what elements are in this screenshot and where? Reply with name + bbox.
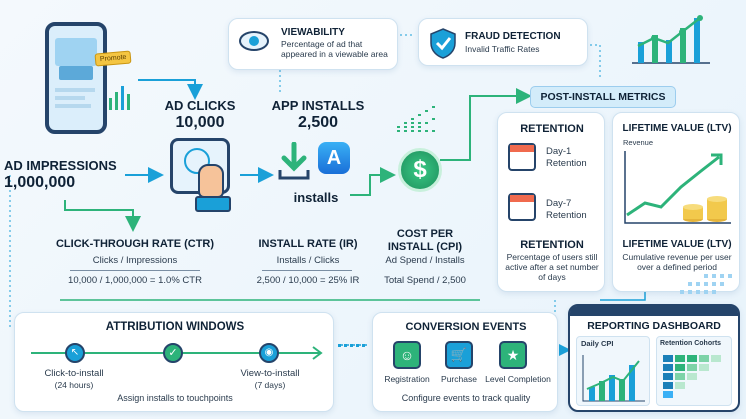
installs-value: 2,500 [297, 114, 339, 131]
ltv-title-2: LIFETIME VALUE (LTV) [622, 239, 732, 250]
retention-title-2: RETENTION [520, 239, 584, 251]
viewability-card: VIEWABILITY Percentage of ad that appear… [228, 18, 398, 70]
dashboard-title: REPORTING DASHBOARD [587, 320, 721, 332]
attribution-right-sub: (7 days) [254, 380, 286, 390]
attribution-footer: Assign installs to touchpoints [117, 393, 233, 403]
ir-calc: 2,500 / 10,000 = 25% IR [256, 275, 360, 286]
check-point-icon: ✓ [163, 343, 183, 363]
installs-label: APP INSTALLS [271, 98, 365, 113]
event-level-completion: Level Completion [485, 374, 551, 384]
phone-illustration [45, 22, 107, 134]
post-install-banner: POST-INSTALL METRICS [530, 86, 676, 108]
ltv-chart-label: Revenue [623, 138, 654, 147]
ltv-card: LIFETIME VALUE (LTV) Revenue LIFETIME VA… [612, 112, 740, 292]
app-store-icon: A [318, 142, 350, 174]
daily-cpi-panel: Daily CPI [576, 336, 650, 406]
attribution-left-sub: (24 hours) [54, 380, 94, 390]
ctr-title: CLICK-THROUGH RATE (CTR) [55, 238, 215, 250]
tap-ring-icon [184, 148, 210, 174]
reporting-dashboard-card: REPORTING DASHBOARD Daily CPI Retention … [568, 304, 740, 412]
dotted-bars-decoration [397, 106, 435, 132]
retention-card: RETENTION Day-1 Retention Day-7 Retentio… [497, 112, 605, 292]
calendar-icon-7 [508, 193, 536, 221]
dot-pattern-decoration [680, 274, 732, 294]
impressions-value: 1,000,000 [4, 174, 76, 191]
hand-pointer-icon [198, 164, 224, 198]
retention-title: RETENTION [520, 123, 584, 135]
post-install-title: POST-INSTALL METRICS [540, 91, 666, 103]
purchase-icon: 🛒 [445, 341, 473, 369]
retention-cohorts-label: Retention Cohorts [660, 340, 722, 347]
view-point-icon: ◉ [259, 343, 279, 363]
daily-cpi-chart [582, 355, 645, 402]
arrow-phone-to-clicks [138, 79, 203, 100]
registration-icon: ☺ [393, 341, 421, 369]
level-completion-icon: ★ [499, 341, 527, 369]
arrow-cpi-to-postinstall [440, 88, 532, 161]
calendar-icon-1 [508, 143, 536, 171]
day1-label: Day-1 [546, 146, 572, 157]
installs-caption: installs [293, 190, 339, 205]
conversion-events-card: CONVERSION EVENTS ☺ 🛒 ★ Registration Pur… [372, 312, 558, 412]
retention-cohorts-panel: Retention Cohorts [656, 336, 732, 406]
shield-check-icon [430, 28, 456, 59]
arrow-installs-to-cpi [350, 167, 396, 196]
conversion-footer: Configure events to track quality [401, 393, 531, 403]
ir-title: INSTALL RATE (IR) [258, 238, 358, 250]
ltv-title: LIFETIME VALUE (LTV) [622, 123, 732, 134]
daily-cpi-label: Daily CPI [581, 339, 614, 348]
eye-icon [239, 31, 269, 51]
ltv-desc: Cumulative revenue per user over a defin… [622, 252, 732, 272]
cpi-calc: Total Spend / 2,500 [384, 275, 466, 286]
click-point-icon: ↖ [65, 343, 85, 363]
attribution-left: Click-to-install [44, 368, 104, 379]
ctr-calc: 10,000 / 1,000,000 = 1.0% CTR [68, 275, 202, 286]
fraud-title: FRAUD DETECTION [465, 31, 561, 42]
viewability-title: VIEWABILITY [281, 27, 345, 38]
cpi-title-1: COST PER [396, 228, 454, 240]
impressions-label: AD IMPRESSIONS [4, 158, 117, 173]
attribution-right: View-to-install [240, 368, 300, 379]
retention-desc: Percentage of users still active after a… [505, 252, 599, 282]
cpi-title-2: INSTALL (CPI) [387, 241, 463, 253]
clicks-value: 10,000 [175, 114, 225, 131]
attribution-title: ATTRIBUTION WINDOWS [105, 321, 245, 333]
ir-formula: Installs / Clicks [276, 255, 340, 266]
arrow-to-ctr [64, 200, 141, 232]
fraud-desc: Invalid Traffic Rates [465, 44, 540, 54]
retention-cohorts-heatmap [663, 355, 721, 398]
day1-label-2: Retention [546, 158, 587, 169]
cpi-formula: Ad Spend / Installs [385, 255, 465, 266]
dotted-fade-decoration [338, 344, 365, 347]
fraud-detection-card: FRAUD DETECTION Invalid Traffic Rates [418, 18, 588, 66]
growth-chart-icon [632, 15, 710, 64]
day7-label: Day-7 [546, 198, 572, 209]
clicks-label: AD CLICKS [164, 98, 236, 113]
event-purchase: Purchase [441, 374, 477, 384]
event-registration: Registration [384, 374, 430, 384]
viewability-desc: Percentage of ad that appeared in a view… [281, 39, 388, 59]
mini-bar-icon [109, 86, 130, 110]
download-icon [278, 142, 310, 180]
dollar-coin-icon: $ [398, 148, 442, 192]
conversion-title: CONVERSION EVENTS [405, 321, 527, 333]
ctr-formula: Clicks / Impressions [92, 255, 178, 266]
attribution-card: ATTRIBUTION WINDOWS ↖ ✓ ◉ Click-to-insta… [14, 312, 334, 412]
ltv-growth-chart [624, 151, 731, 224]
day7-label-2: Retention [546, 210, 587, 221]
